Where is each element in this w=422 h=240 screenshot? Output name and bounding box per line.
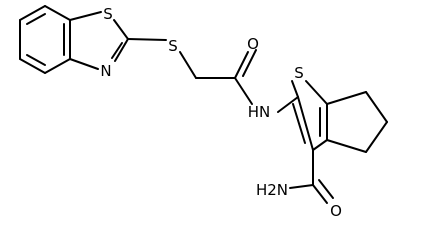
atom-o-carboxamide: O [330,202,342,220]
atom-n-benzothiazole: N [100,62,111,80]
atom-s-thioether: S [168,37,178,55]
atom-nh2-carboxamide: H2N [256,181,288,199]
structure-diagram: S N S O HN S H2N O [19,5,388,220]
thiazole-ring [69,11,129,70]
benzene-ring [19,5,71,74]
atom-o-acetamide: O [247,35,259,53]
atom-nh-amide: HN [248,103,271,121]
carboxamide-group [289,149,334,204]
molecule-canvas: S N S O HN S H2N O [19,5,388,220]
atom-s-thiophene: S [294,64,304,82]
acetamide-linker [127,38,257,105]
thiophene-ring [277,80,328,151]
atom-s-benzothiazole: S [103,5,113,23]
cyclopentane-ring [326,91,388,153]
